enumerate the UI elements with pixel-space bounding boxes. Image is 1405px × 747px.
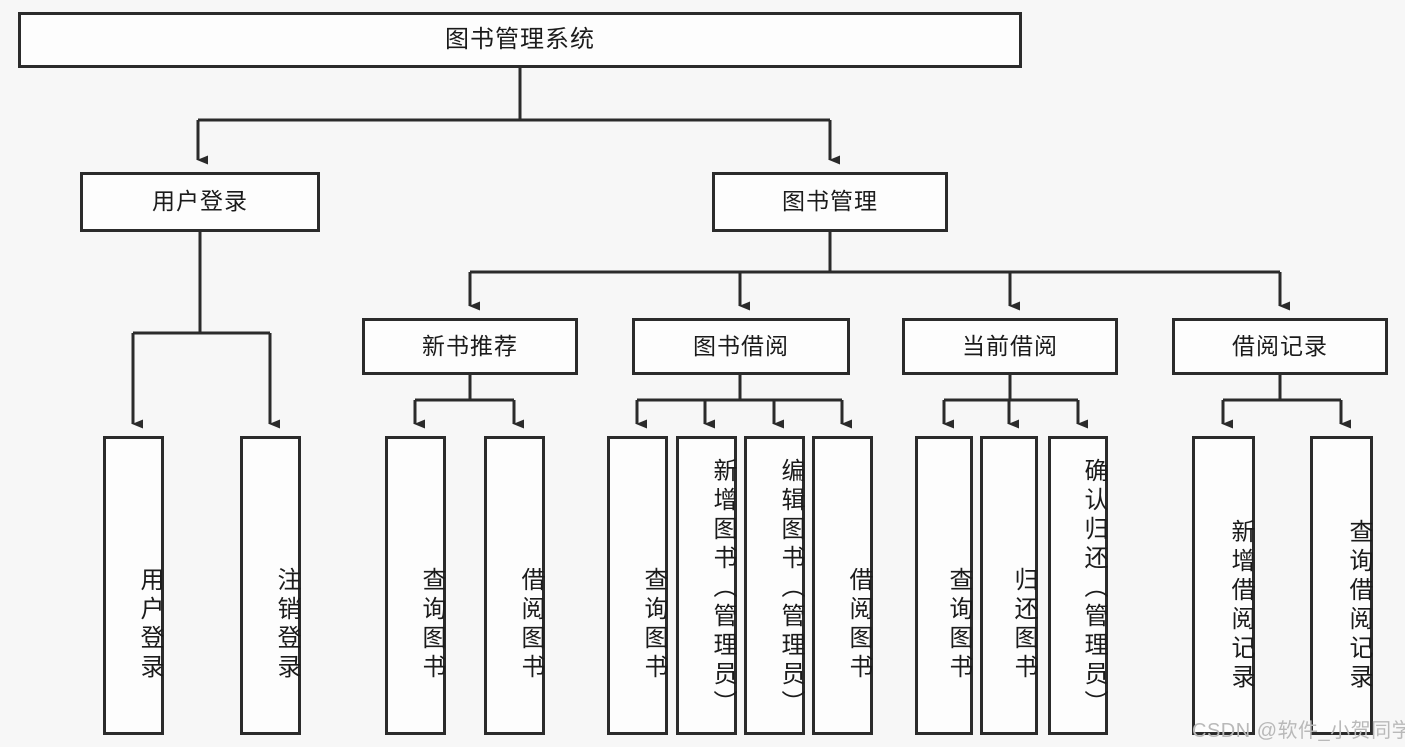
node-root-book-management-system[interactable]: 图书管理系统	[18, 12, 1022, 68]
leaf-add-borrow-record[interactable]: 新增借阅记录	[1192, 436, 1255, 735]
leaf-query-book-new[interactable]: 查询图书	[385, 436, 446, 735]
node-new-book-recommend[interactable]: 新书推荐	[362, 318, 578, 375]
leaf-query-book-current[interactable]: 查询图书	[915, 436, 973, 735]
csdn-watermark: CSDN @软件_小贺同学	[1192, 720, 1405, 742]
leaf-borrow-book-borrow[interactable]: 借阅图书	[812, 436, 873, 735]
node-user-login[interactable]: 用户登录	[80, 172, 320, 232]
node-current-borrow[interactable]: 当前借阅	[902, 318, 1118, 375]
leaf-query-book-borrow[interactable]: 查询图书	[607, 436, 668, 735]
leaf-return-book[interactable]: 归还图书	[980, 436, 1038, 735]
node-borrow-record[interactable]: 借阅记录	[1172, 318, 1388, 375]
leaf-edit-book-admin[interactable]: 编辑图书（管理员）	[744, 436, 805, 735]
leaf-logout-login[interactable]: 注销登录	[240, 436, 301, 735]
leaf-borrow-book-new[interactable]: 借阅图书	[484, 436, 545, 735]
leaf-query-borrow-record[interactable]: 查询借阅记录	[1310, 436, 1373, 735]
leaf-add-book-admin[interactable]: 新增图书（管理员）	[676, 436, 737, 735]
leaf-user-login[interactable]: 用户登录	[103, 436, 164, 735]
leaf-confirm-return-admin[interactable]: 确认归还（管理员）	[1048, 436, 1108, 735]
node-book-management[interactable]: 图书管理	[712, 172, 948, 232]
node-book-borrow[interactable]: 图书借阅	[632, 318, 850, 375]
